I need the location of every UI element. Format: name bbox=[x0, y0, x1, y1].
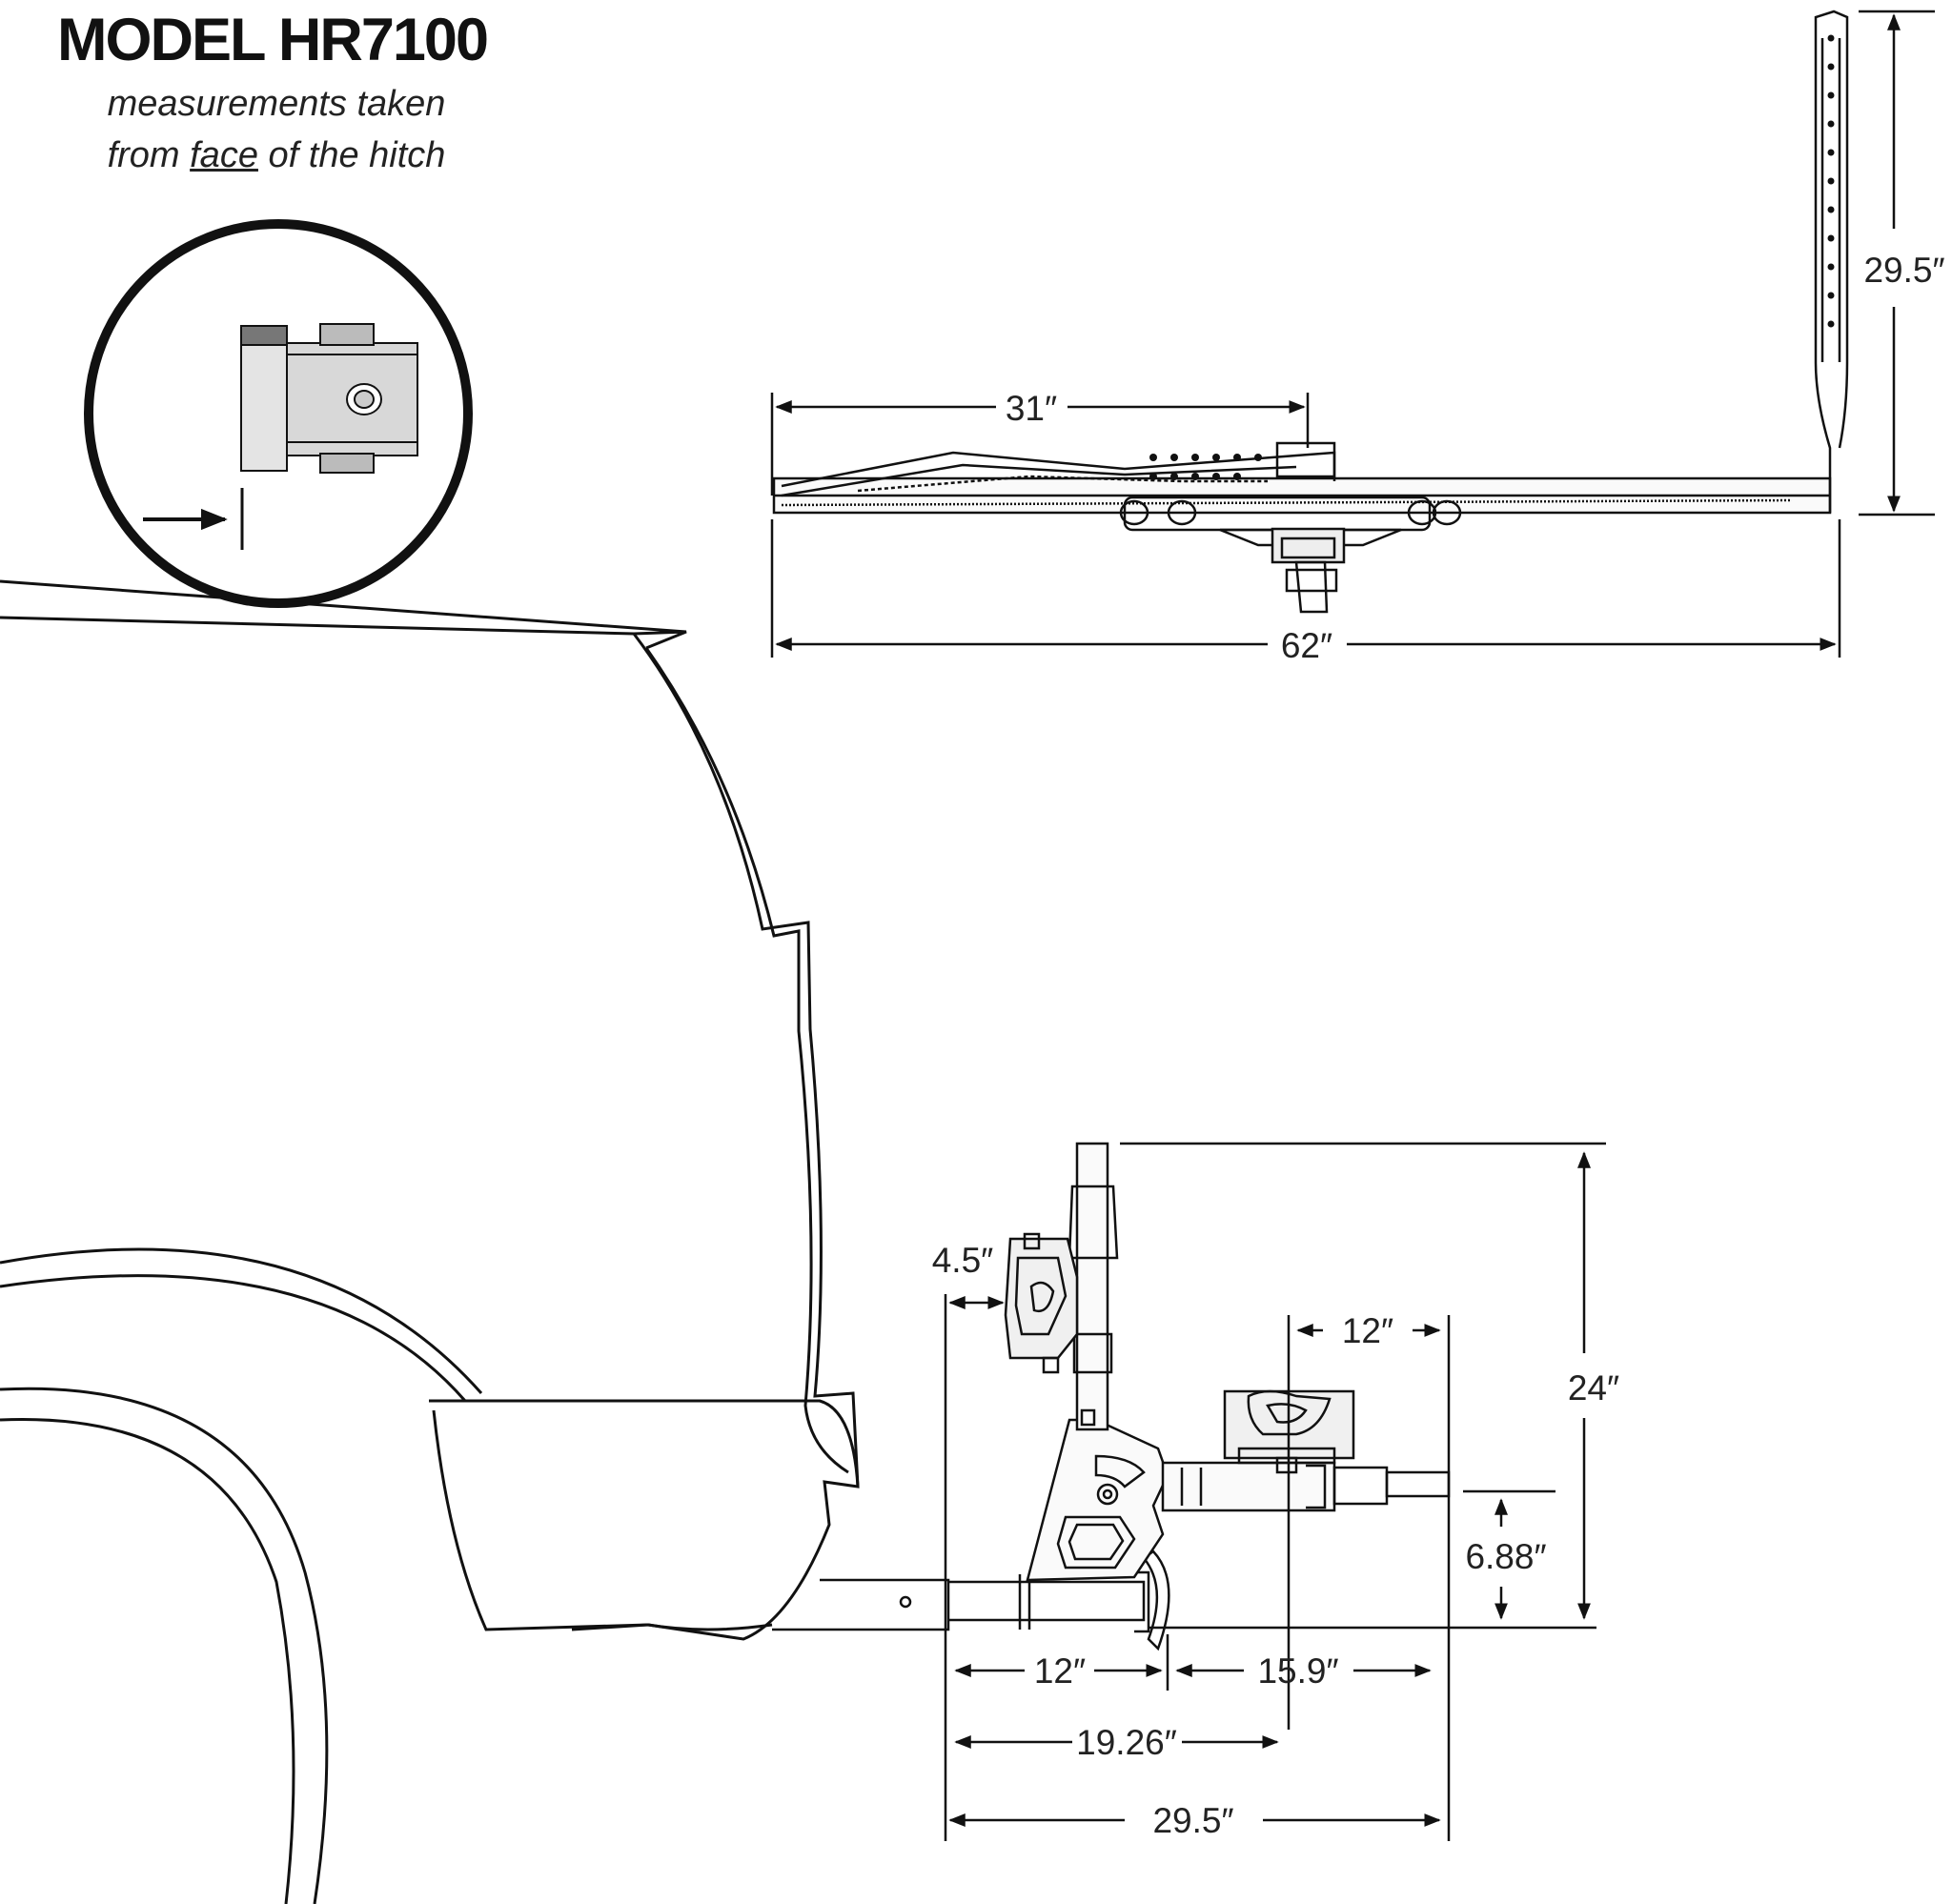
measurement-note-line1: measurements taken bbox=[107, 84, 446, 124]
rack-top-view bbox=[772, 10, 1849, 614]
adjustment-holes bbox=[1149, 454, 1262, 480]
vehicle-tire bbox=[0, 1387, 329, 1904]
vehicle-outline bbox=[0, 579, 860, 1641]
dim-29-5-length-label: 29.5″ bbox=[1152, 1801, 1233, 1840]
dim-29-5-height-label: 29.5″ bbox=[1863, 251, 1944, 290]
dim-24-label: 24″ bbox=[1568, 1368, 1619, 1408]
measurement-note-line2: from face of the hitch bbox=[107, 135, 446, 175]
model-title: MODEL HR7100 bbox=[57, 7, 489, 73]
face-underlined: face bbox=[190, 135, 258, 175]
dim-31-label: 31″ bbox=[1006, 389, 1057, 428]
top-view-dimensions bbox=[770, 10, 1935, 658]
inset-circle bbox=[84, 219, 473, 608]
dim-62-label: 62″ bbox=[1281, 626, 1332, 665]
dim-19-26-label: 19.26″ bbox=[1076, 1723, 1177, 1762]
rack-side-view bbox=[772, 1142, 1451, 1651]
dim-12-bottom-label: 12″ bbox=[1034, 1651, 1086, 1691]
dim-15-9-label: 15.9″ bbox=[1257, 1651, 1338, 1691]
dim-6-88-label: 6.88″ bbox=[1465, 1537, 1546, 1576]
dim-4-5-label: 4.5″ bbox=[932, 1241, 994, 1280]
hitch-tube-closeup bbox=[240, 323, 418, 474]
dim-12-top-label: 12″ bbox=[1342, 1311, 1393, 1350]
hitch-face-inset bbox=[84, 219, 473, 608]
side-view-dimensions bbox=[944, 1142, 1606, 1841]
upright-holes bbox=[1827, 34, 1835, 328]
